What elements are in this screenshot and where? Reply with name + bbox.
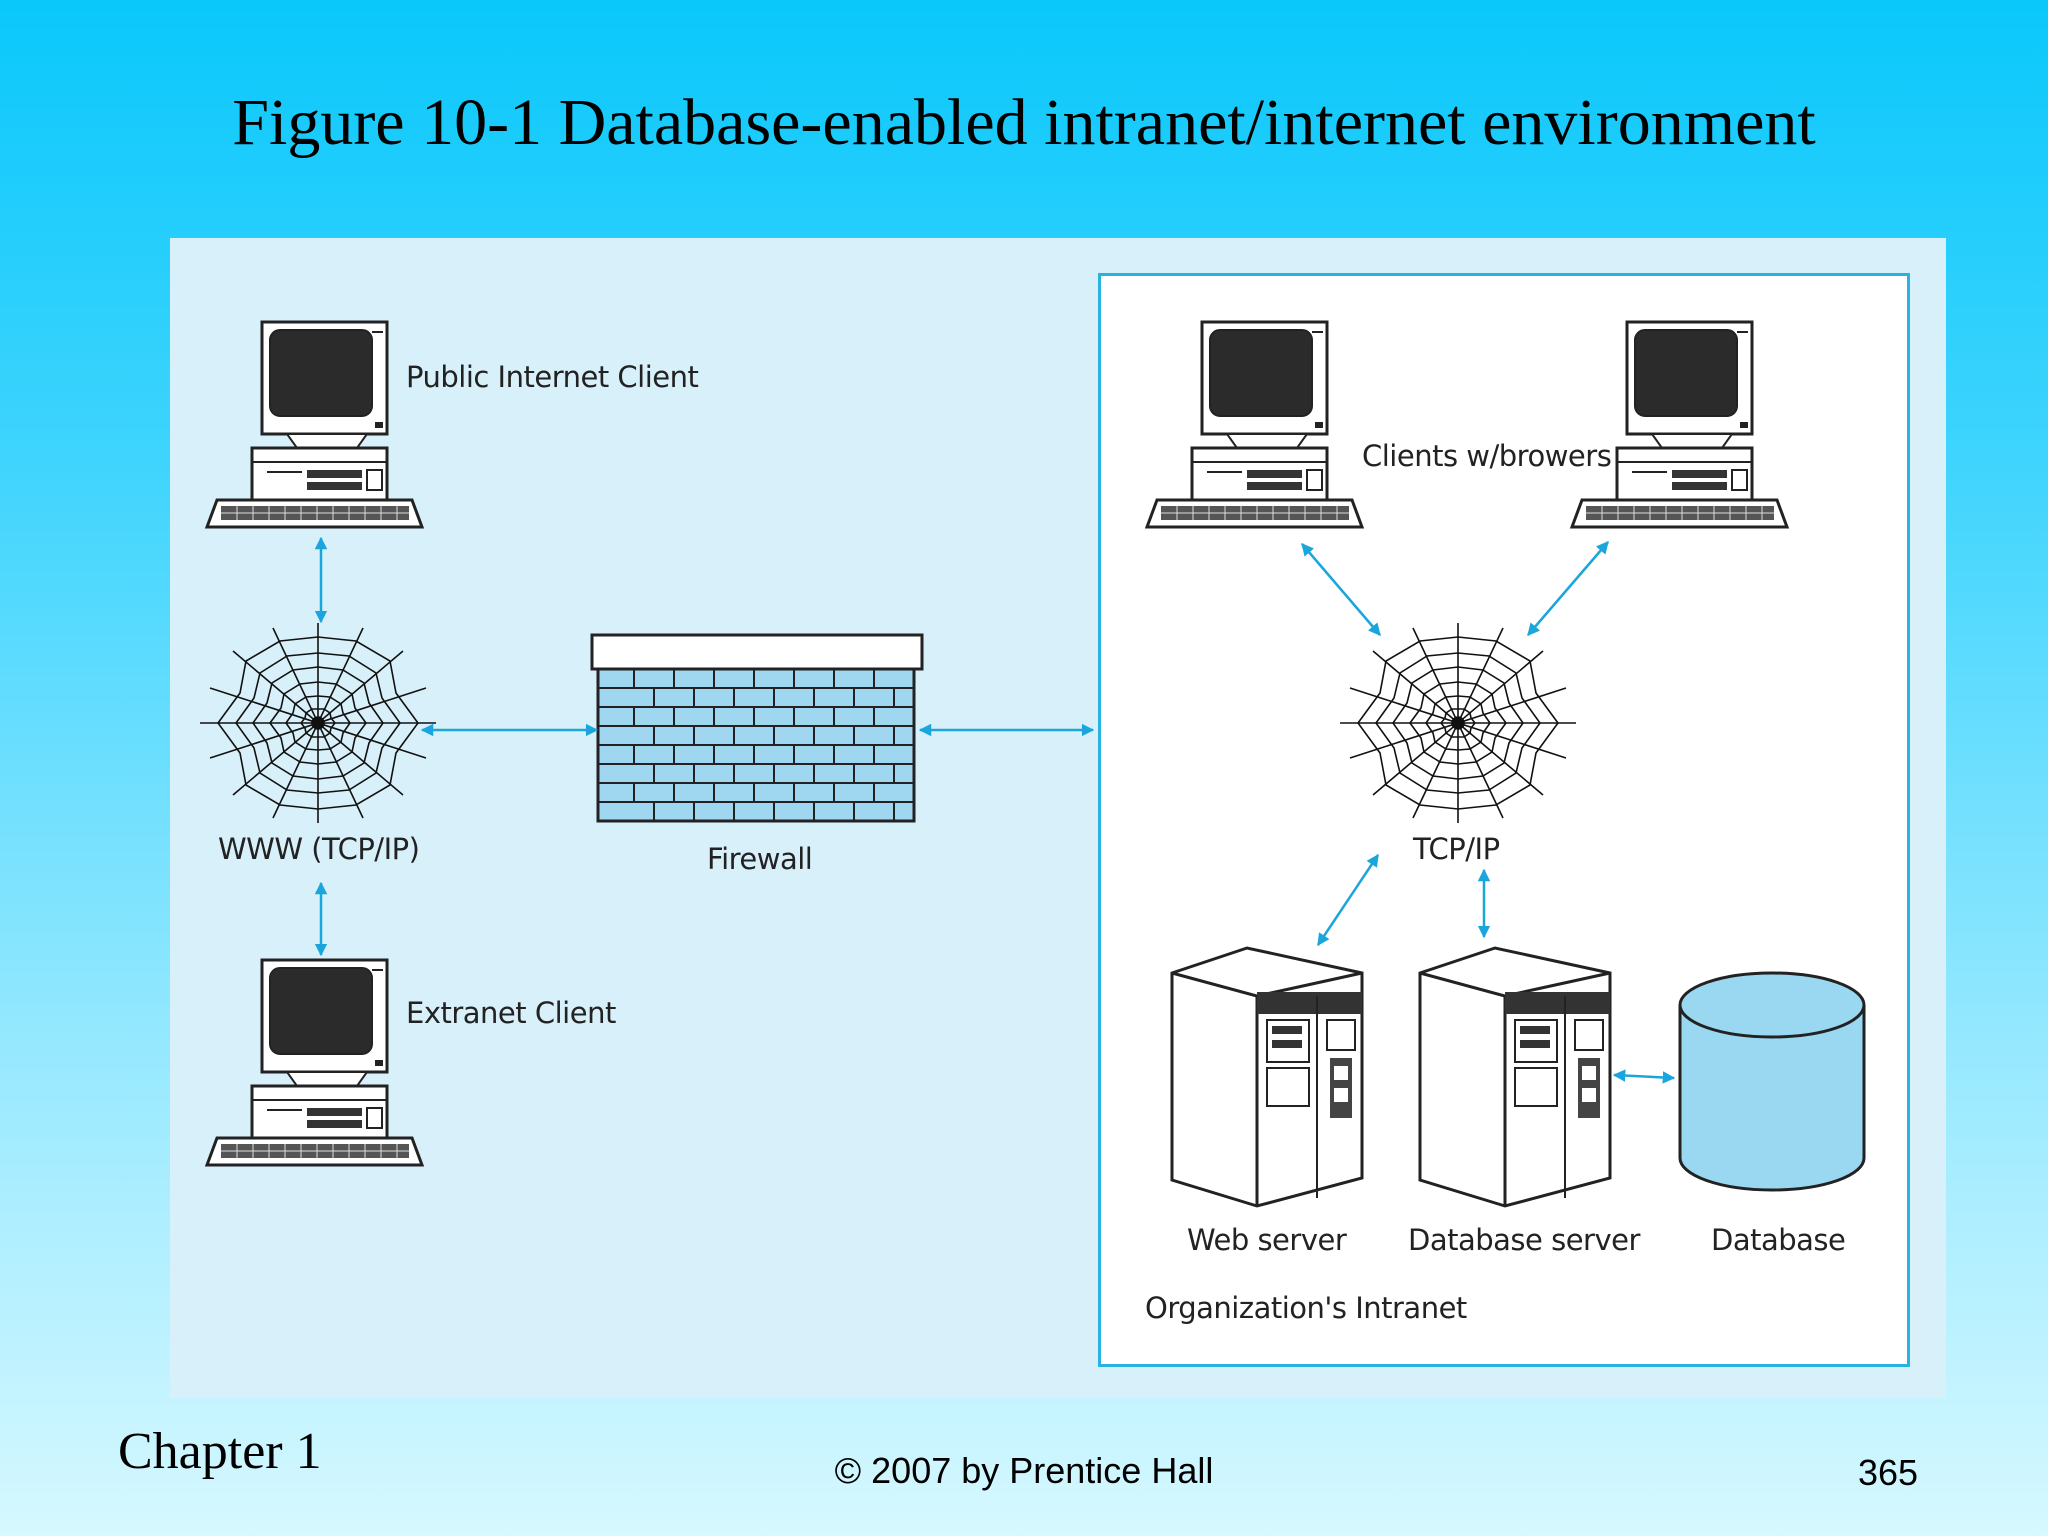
intranet-label: Organization's Intranet bbox=[1145, 1291, 1467, 1325]
database-server-icon bbox=[1418, 946, 1612, 1208]
arrow-client2-tcpip bbox=[1527, 541, 1609, 636]
tcpip-label: TCP/IP bbox=[1413, 832, 1500, 866]
chapter-label: Chapter 1 bbox=[118, 1423, 322, 1480]
clients-label: Clients w/browers bbox=[1362, 439, 1612, 473]
firewall-label: Firewall bbox=[707, 842, 813, 876]
www-label: WWW (TCP/IP) bbox=[218, 832, 420, 866]
web-server-icon bbox=[1170, 946, 1364, 1208]
database-server-label: Database server bbox=[1408, 1223, 1640, 1257]
firewall-icon bbox=[590, 633, 924, 823]
intranet-client-computer-icon-2 bbox=[1570, 320, 1789, 529]
extranet-client-computer-icon bbox=[205, 958, 424, 1167]
arrow-tcpip-webserver bbox=[1316, 853, 1380, 947]
arrow-dbserver-database bbox=[1612, 1069, 1676, 1084]
page-number: 365 bbox=[1858, 1452, 1919, 1493]
arrow-client1-tcpip bbox=[1301, 543, 1381, 636]
public-client-label: Public Internet Client bbox=[406, 360, 699, 394]
copyright-label: © 2007 by Prentice Hall bbox=[834, 1450, 1214, 1491]
web-server-label: Web server bbox=[1187, 1223, 1347, 1257]
intranet-client-computer-icon-1 bbox=[1145, 320, 1364, 529]
extranet-client-label: Extranet Client bbox=[406, 996, 616, 1030]
www-web-icon bbox=[199, 622, 437, 824]
database-icon bbox=[1678, 971, 1866, 1192]
public-client-computer-icon bbox=[205, 320, 424, 529]
slide-title: Figure 10-1 Database-enabled intranet/in… bbox=[232, 86, 1816, 159]
database-label: Database bbox=[1711, 1223, 1846, 1257]
tcpip-web-icon bbox=[1339, 622, 1577, 824]
